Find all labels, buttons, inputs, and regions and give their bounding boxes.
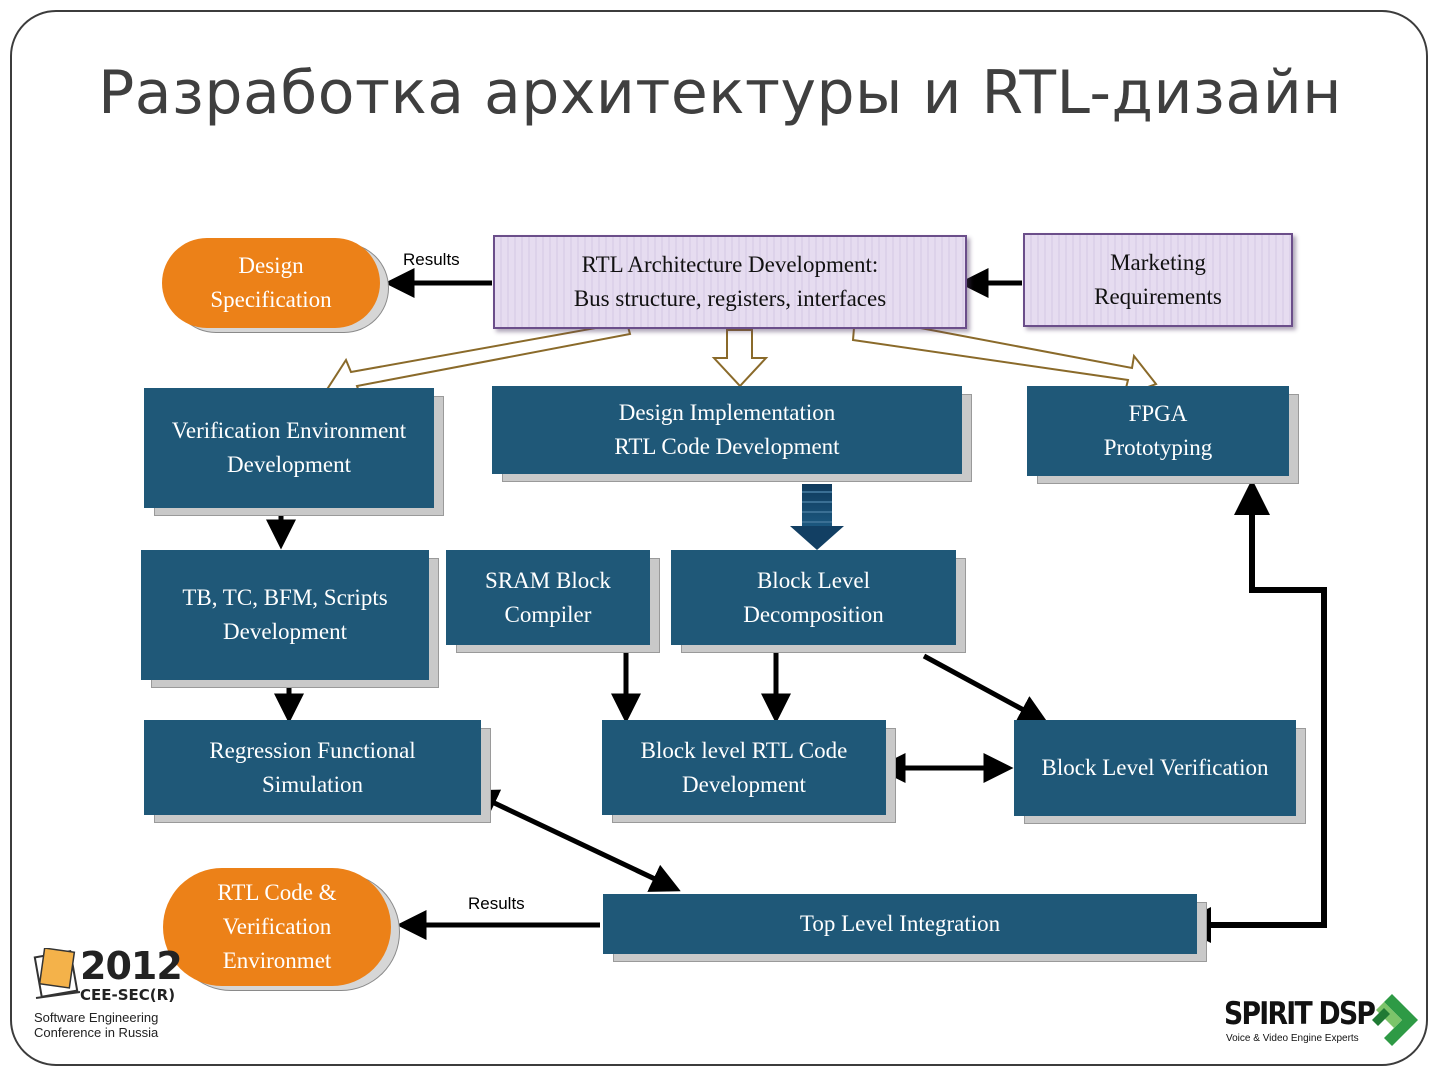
top-level-integration-box: Top Level Integration bbox=[603, 894, 1197, 954]
marketing-requirements-box: Marketing Requirements bbox=[1023, 233, 1293, 327]
block-level-decomposition-box: Block Level Decomposition bbox=[671, 550, 956, 645]
conference-logo-icon bbox=[33, 948, 81, 999]
block-level-rtl-box: Block level RTL Code Development bbox=[602, 720, 886, 815]
arrow-decomp-to-blockverif bbox=[922, 653, 1049, 724]
arrow-regression-toplevel bbox=[467, 789, 681, 892]
tb-tc-bfm-box: TB, TC, BFM, Scripts Development bbox=[141, 550, 429, 680]
hollow-arrow-right bbox=[851, 315, 1158, 398]
spirit-dsp-logo-icon bbox=[1372, 994, 1418, 1046]
rtl-architecture-box: RTL Architecture Development: Bus struct… bbox=[493, 235, 967, 329]
company-name: SPIRIT DSP bbox=[1224, 996, 1376, 1032]
conference-name: CEE-SEC(R) bbox=[80, 986, 176, 1004]
hollow-arrow-center bbox=[711, 329, 769, 388]
results-label-bottom: Results bbox=[468, 894, 525, 913]
regression-functional-simulation-box: Regression Functional Simulation bbox=[144, 720, 481, 815]
conference-full-name: Software Engineering Conference in Russi… bbox=[34, 1010, 159, 1040]
verification-environment-box: Verification Environment Development bbox=[144, 388, 434, 508]
sram-block-compiler-box: SRAM Block Compiler bbox=[446, 550, 650, 645]
design-implementation-box: Design Implementation RTL Code Developme… bbox=[492, 386, 962, 474]
design-specification-pill: Design Specification bbox=[162, 238, 380, 328]
company-tagline: Voice & Video Engine Experts bbox=[1226, 1033, 1359, 1044]
rtl-code-verification-pill: RTL Code & Verification Environmet bbox=[163, 868, 391, 986]
conference-year: 2012 bbox=[80, 944, 183, 988]
arrow-fpga-toplevel-loop bbox=[1175, 479, 1327, 943]
block-level-verification-box: Block Level Verification bbox=[1014, 720, 1296, 816]
results-label-top: Results bbox=[403, 250, 460, 269]
dark-arrow-down bbox=[790, 484, 844, 550]
slide-title: Разработка архитектуры и RTL-дизайн bbox=[98, 58, 1342, 128]
fpga-prototyping-box: FPGA Prototyping bbox=[1027, 386, 1289, 476]
